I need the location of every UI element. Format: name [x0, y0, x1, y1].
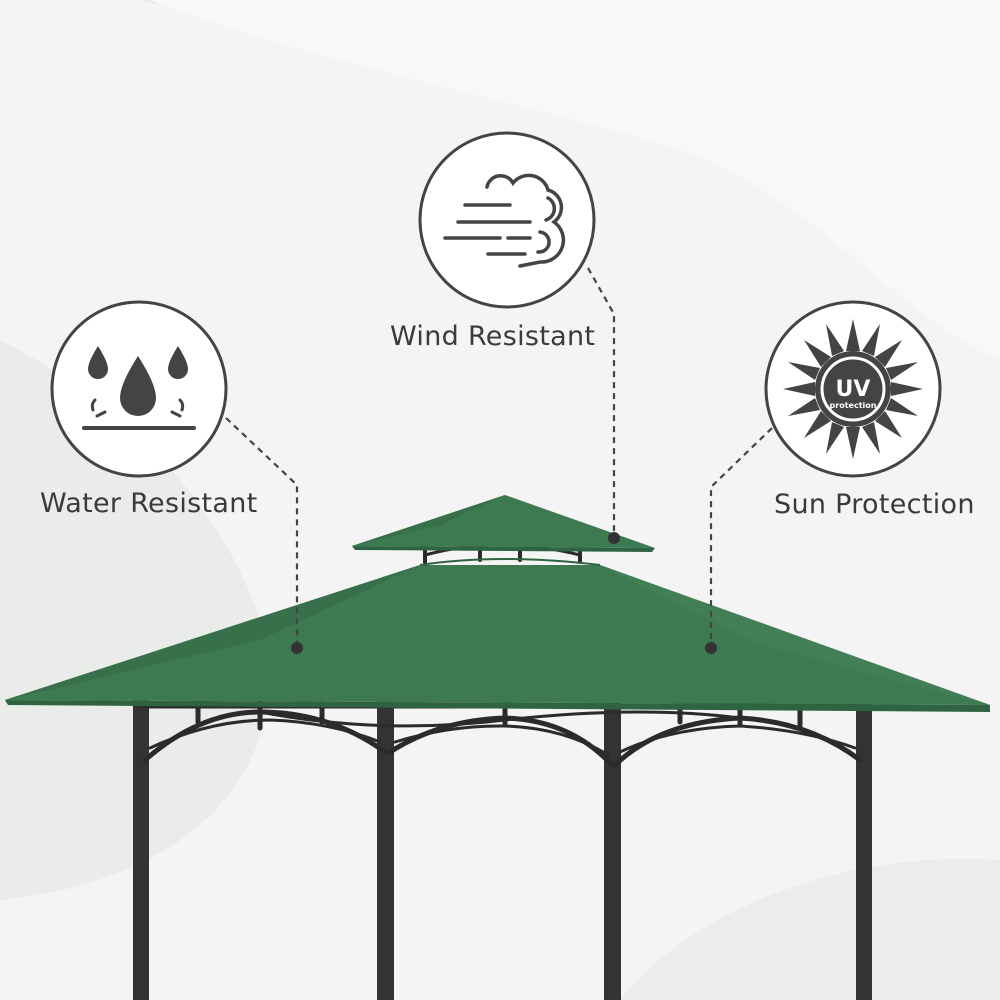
uv-badge-title: UV — [836, 377, 871, 402]
wind-callout-line — [587, 267, 616, 536]
water-drops-icon — [50, 300, 228, 478]
upper-canopy — [352, 495, 655, 552]
wind-icon — [418, 131, 596, 309]
callout-dots — [291, 532, 717, 654]
sun-callout-line — [709, 427, 773, 645]
wind-callout-dot — [608, 532, 620, 544]
water-resistant-label: Water Resistant — [40, 488, 258, 519]
sun-protection-label: Sun Protection — [774, 489, 975, 520]
uv-sun-icon: UV protection — [764, 300, 942, 478]
wind-resistant-label: Wind Resistant — [390, 321, 596, 352]
sun-callout-dot — [705, 642, 717, 654]
lower-canopy — [5, 558, 990, 712]
uv-badge-sub: protection — [830, 401, 877, 410]
callout-lines — [225, 267, 773, 645]
water-callout-dot — [291, 642, 303, 654]
